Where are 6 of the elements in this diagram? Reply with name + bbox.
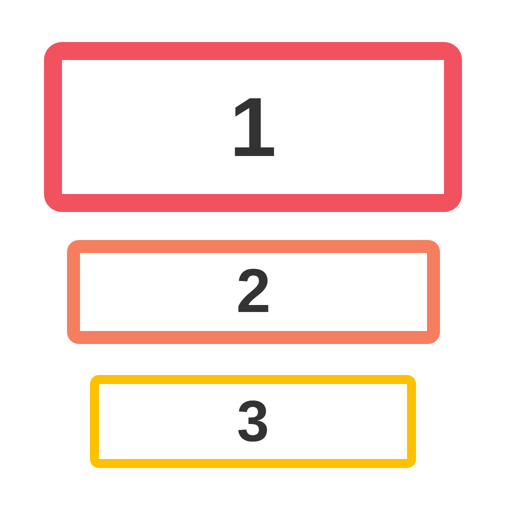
numbered-box — [44, 42, 462, 212]
box-number: 3 — [236, 392, 270, 450]
numbered-box — [67, 240, 440, 344]
box-number: 2 — [236, 261, 271, 323]
box-number: 1 — [230, 85, 276, 169]
numbered-box — [90, 375, 416, 468]
